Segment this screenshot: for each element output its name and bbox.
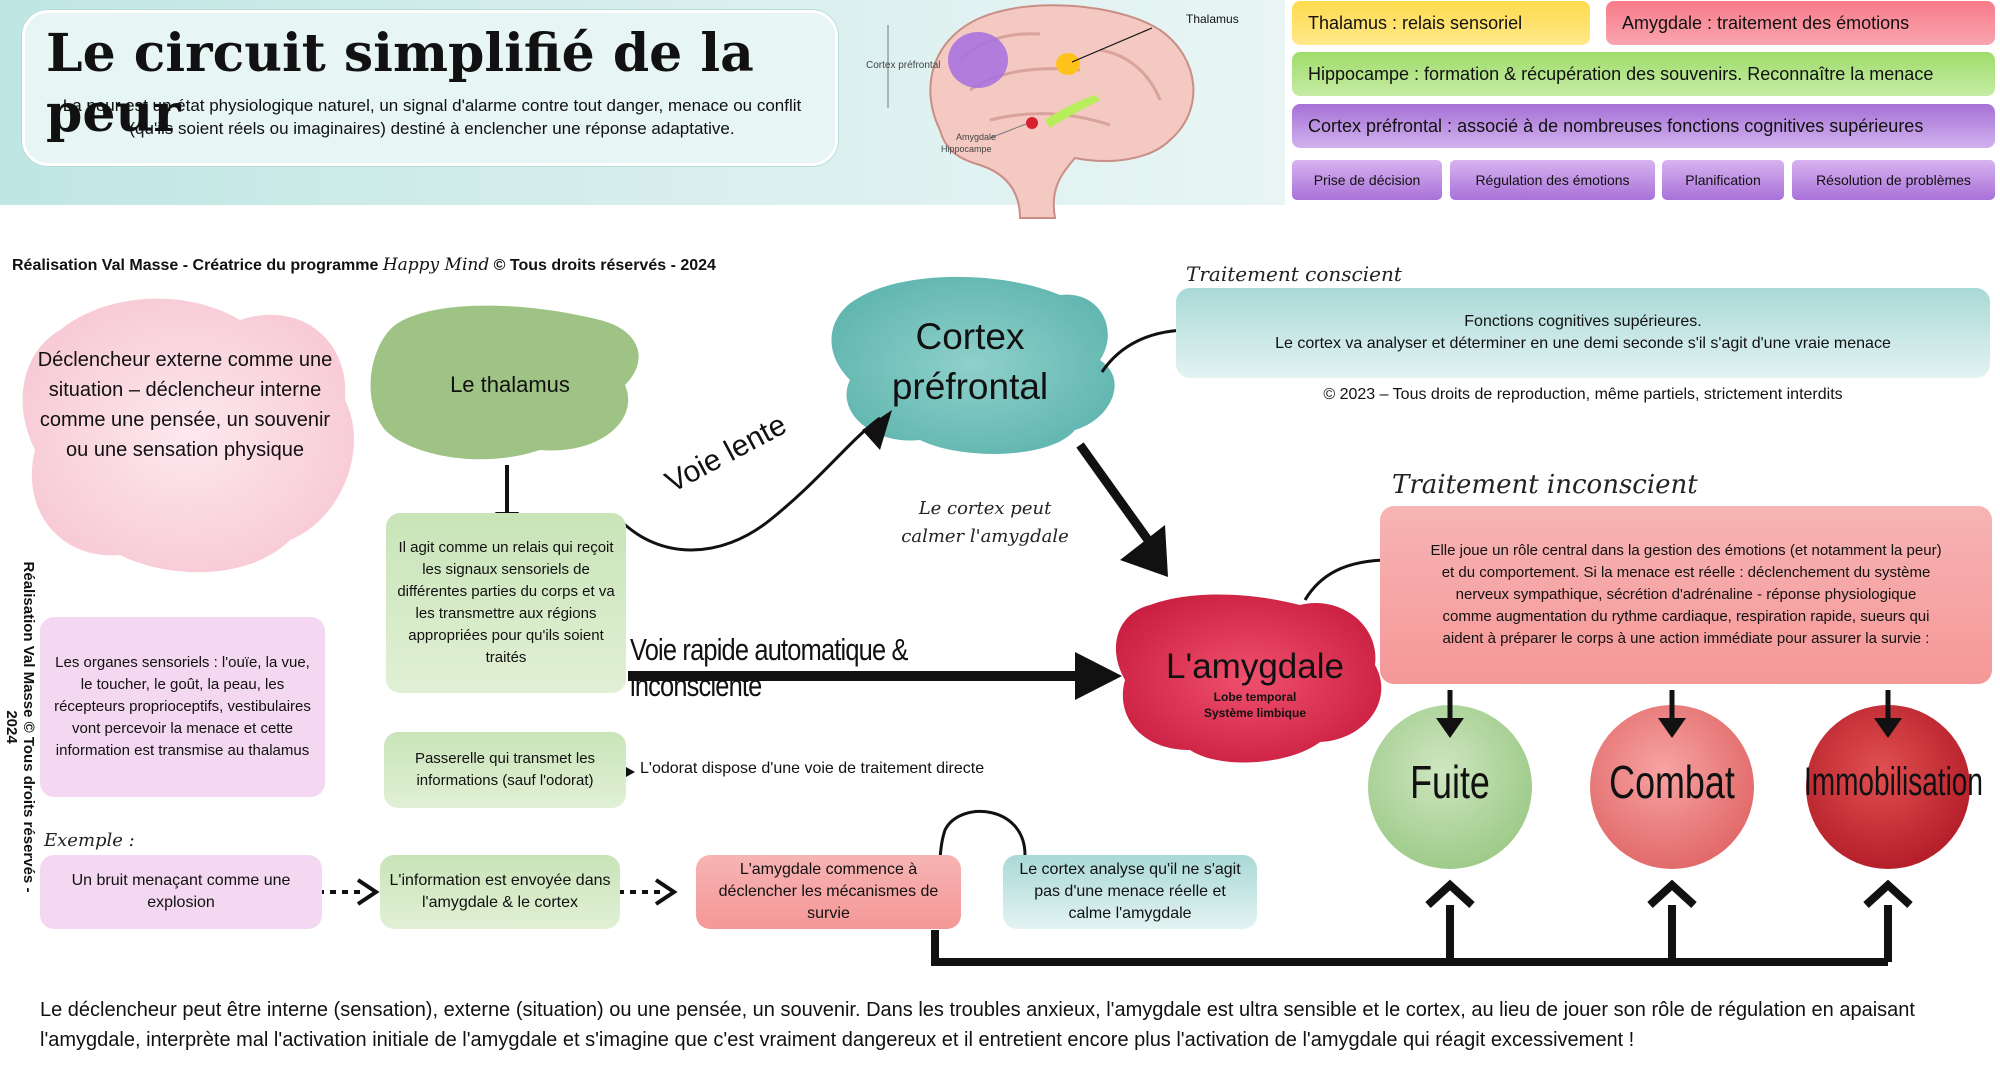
to-immobilisation-arrowhead bbox=[1874, 718, 1902, 738]
cortex-calm-note: Le cortex peut calmer l'amygdale bbox=[901, 498, 1069, 547]
amygdala-blob bbox=[1115, 594, 1382, 763]
cortex-region bbox=[948, 32, 1008, 88]
example-step3: L'amygdale commence à déclencher les méc… bbox=[696, 855, 961, 929]
legend-cortex: Cortex préfrontal : associé à de nombreu… bbox=[1292, 104, 1995, 148]
conscious-title: Traitement conscient bbox=[1186, 262, 1402, 286]
feedback-line bbox=[931, 930, 1888, 966]
brain-label-thalamus: Thalamus bbox=[1186, 12, 1239, 26]
credit-line: Réalisation Val Masse - Créatrice du pro… bbox=[12, 255, 716, 275]
fast-path-label: Voie rapide automatique & inconsciente bbox=[630, 632, 909, 703]
cortex-label-line2: préfrontal bbox=[891, 366, 1049, 407]
example-arrowhead-1 bbox=[356, 878, 380, 906]
legend-hippocampus: Hippocampe : formation & récupération de… bbox=[1292, 52, 1995, 96]
legend-amygdala: Amygdale : traitement des émotions bbox=[1606, 1, 1995, 45]
outcome-combat: Combat bbox=[1609, 756, 1735, 808]
trigger-blob bbox=[22, 298, 354, 573]
page-subtitle: La peur est un état physiologique nature… bbox=[62, 96, 802, 138]
amygdala-region bbox=[1026, 117, 1038, 129]
copyright-note: © 2023 – Tous droits de reproduction, mê… bbox=[1323, 386, 1843, 403]
feedback-immobilisation-head bbox=[1863, 879, 1913, 908]
thalamus-bridge-box: Passerelle qui transmet les informations… bbox=[384, 732, 626, 808]
brain-label-hippocampus: Hippocampe bbox=[941, 144, 992, 154]
slow-path-curve bbox=[618, 416, 881, 552]
thalamus-brush bbox=[370, 305, 639, 460]
footer-paragraph: Le déclencheur peut être interne (sensat… bbox=[40, 999, 1915, 1051]
example-label: Exemple : bbox=[44, 830, 135, 851]
to-fuite-arrowhead bbox=[1436, 718, 1464, 738]
cortex-amygdala-arrow bbox=[1076, 442, 1152, 543]
amygdala-sub1: Lobe temporal bbox=[1213, 690, 1297, 704]
credit-author: Réalisation Val Masse - Créatrice du pro… bbox=[12, 257, 383, 274]
credit-brand: Happy Mind bbox=[382, 255, 490, 275]
cortex-function-3: Planification bbox=[1662, 160, 1784, 200]
feedback-combat-head bbox=[1647, 879, 1697, 908]
hippocampus-region bbox=[1045, 95, 1100, 128]
fast-path-arrowhead bbox=[1075, 652, 1122, 700]
slow-path-arrowhead bbox=[862, 410, 892, 450]
example-step4: Le cortex analyse qu'il ne s'agit pas d'… bbox=[1003, 855, 1257, 929]
title-card bbox=[22, 10, 838, 166]
outcome-immobilisation-ball bbox=[1806, 705, 1970, 869]
thalamus-relay-box: Il agit comme un relais qui reçoit les s… bbox=[386, 513, 626, 693]
amygdala-unconscious-curve bbox=[1303, 558, 1391, 601]
page-title: Le circuit simplifié de la peur bbox=[46, 23, 754, 144]
outcome-fuite-ball bbox=[1368, 705, 1532, 869]
thalamus-pointer bbox=[1071, 27, 1153, 63]
cortex-function-4: Résolution de problèmes bbox=[1792, 160, 1995, 200]
feedback-fuite-head bbox=[1425, 879, 1475, 908]
cortex-function-1: Prise de décision bbox=[1292, 160, 1442, 200]
amygdala-label: L'amygdale Lobe temporal Système limbiqu… bbox=[1140, 645, 1370, 721]
conscious-box: Fonctions cognitives supérieures. Le cor… bbox=[1176, 288, 1990, 378]
brain-label-cortex: Cortex préfrontal bbox=[866, 60, 941, 71]
outcome-fuite: Fuite bbox=[1410, 756, 1490, 808]
credit-rights: © Tous droits réservés - 2024 bbox=[489, 257, 716, 274]
cortex-splash bbox=[831, 276, 1115, 454]
example-arrowhead-2 bbox=[654, 878, 678, 906]
smell-note: L'odorat dispose d'une voie de traitemen… bbox=[640, 760, 985, 777]
unconscious-title: Traitement inconscient bbox=[1392, 470, 1698, 500]
conscious-line2: Le cortex va analyser et déterminer en u… bbox=[1275, 335, 1891, 352]
outcome-combat-ball bbox=[1590, 705, 1754, 869]
brain-label-amygdala: Amygdale bbox=[956, 132, 997, 142]
cortex-amygdala-arrowhead bbox=[1120, 525, 1168, 577]
senses-box: Les organes sensoriels : l'ouïe, la vue,… bbox=[40, 617, 325, 797]
smell-arrowhead bbox=[626, 767, 635, 777]
to-combat-arrowhead bbox=[1658, 718, 1686, 738]
cortex-function-2: Régulation des émotions bbox=[1450, 160, 1655, 200]
unconscious-box: Elle joue un rôle central dans la gestio… bbox=[1380, 506, 1992, 684]
amygdala-title: L'amygdale bbox=[1166, 647, 1344, 686]
conscious-line1: Fonctions cognitives supérieures. bbox=[1464, 313, 1702, 330]
thalamus-label: Le thalamus bbox=[450, 372, 570, 397]
outcome-immobilisation: Immobilisation bbox=[1804, 760, 1983, 804]
amygdala-pointer bbox=[989, 123, 1027, 139]
brain-illustration bbox=[887, 4, 1195, 219]
cortex-label: Cortex préfrontal bbox=[870, 312, 1070, 412]
amygdala-sub2: Système limbique bbox=[1203, 706, 1307, 720]
legend-thalamus: Thalamus : relais sensoriel bbox=[1292, 1, 1590, 45]
example-step2: L'information est envoyée dans l'amygdal… bbox=[380, 855, 620, 929]
cortex-label-line1: Cortex bbox=[915, 316, 1025, 357]
trigger-text: Déclencheur externe comme une situation … bbox=[37, 349, 333, 461]
example-step1: Un bruit menaçant comme une explosion bbox=[40, 855, 322, 929]
thalamus-region bbox=[1056, 53, 1080, 75]
